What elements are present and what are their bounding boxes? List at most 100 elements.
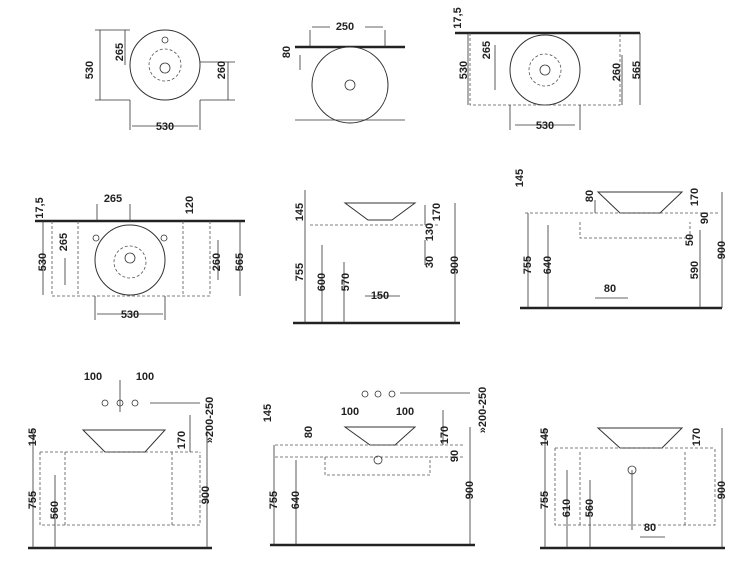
dim-label: 170 bbox=[439, 426, 451, 444]
dimension-lines bbox=[273, 392, 471, 545]
dim-label: 145 bbox=[262, 404, 274, 422]
dimension-lines bbox=[95, 29, 235, 130]
dim-label: 145 bbox=[514, 169, 526, 187]
dim-label: 80 bbox=[644, 522, 656, 534]
tap-hole-icon bbox=[160, 234, 168, 242]
dim-label: 100 bbox=[341, 406, 359, 418]
dim-label: 50 bbox=[684, 234, 696, 246]
basin-outline bbox=[94, 224, 166, 296]
dim-label: 260 bbox=[611, 63, 623, 81]
dim-label: »200-250 bbox=[477, 387, 489, 434]
panel-side-view-2: 145 80 170 90 50 755 640 590 80 900 bbox=[514, 169, 728, 310]
dimension-lines bbox=[295, 26, 405, 121]
bowl-inner bbox=[528, 53, 562, 87]
counter-drawer-outline bbox=[275, 444, 465, 476]
dim-label: 80 bbox=[604, 283, 616, 295]
tap-icon bbox=[374, 390, 382, 398]
dim-label: 900 bbox=[464, 481, 476, 499]
dim-label: 640 bbox=[542, 256, 554, 274]
tap-icon bbox=[388, 390, 396, 398]
dim-label: 120 bbox=[184, 196, 196, 214]
dim-label: 250 bbox=[336, 21, 354, 33]
dim-label: 755 bbox=[522, 256, 534, 274]
dim-label: 900 bbox=[449, 256, 461, 274]
tap-icon bbox=[101, 399, 109, 407]
panel-top-view-3: 17,5 265 530 260 565 530 bbox=[452, 7, 643, 132]
dimension-lines bbox=[32, 380, 208, 548]
dim-label: 265 bbox=[114, 43, 126, 61]
dim-label: 145 bbox=[294, 203, 306, 221]
tap-hole-icon bbox=[161, 36, 169, 44]
dim-label: 755 bbox=[27, 491, 39, 509]
basin-profile bbox=[343, 202, 417, 221]
dim-label: 260 bbox=[211, 253, 223, 271]
panel-top-view-1: 265 530 260 530 bbox=[84, 29, 235, 133]
dim-label: 265 bbox=[481, 41, 493, 59]
dim-label: 570 bbox=[340, 273, 352, 291]
dimension-lines bbox=[544, 428, 723, 548]
dim-label: 170 bbox=[689, 188, 701, 206]
dim-label: 265 bbox=[104, 193, 122, 205]
drain-icon bbox=[373, 455, 383, 465]
dim-label: 560 bbox=[584, 499, 596, 517]
drain-icon bbox=[539, 64, 551, 76]
basin-outline bbox=[129, 29, 201, 101]
dim-label: »200-250 bbox=[204, 397, 216, 444]
cabinet-outline bbox=[51, 221, 211, 297]
dim-label: 30 bbox=[424, 256, 436, 268]
basin-profile bbox=[81, 429, 167, 453]
basin-profile bbox=[596, 427, 684, 449]
panel-top-view-2: 250 80 bbox=[281, 21, 405, 124]
panel-top-view-4: 17,5 265 120 265 530 260 565 530 bbox=[34, 193, 246, 321]
dim-label: 900 bbox=[200, 486, 212, 504]
dim-label: 145 bbox=[27, 428, 39, 446]
dim-label: 530 bbox=[37, 253, 49, 271]
basin-profile bbox=[343, 426, 417, 446]
dim-label: 265 bbox=[58, 233, 70, 251]
tap-icon bbox=[131, 399, 139, 407]
bowl-inner bbox=[113, 245, 147, 279]
drawer-outline bbox=[579, 222, 691, 239]
dim-label: 150 bbox=[371, 290, 389, 302]
panel-side-view-3: 100 100 »200-250 145 170 755 560 900 bbox=[27, 371, 216, 550]
drain-icon bbox=[124, 252, 136, 264]
dim-label: 100 bbox=[136, 371, 154, 383]
dim-label: 755 bbox=[294, 263, 306, 281]
dim-label: 900 bbox=[716, 241, 728, 259]
tap-icon bbox=[361, 390, 369, 398]
dim-label: 640 bbox=[290, 491, 302, 509]
dim-label: 80 bbox=[281, 46, 293, 58]
dim-label: 530 bbox=[121, 309, 139, 321]
dim-label: 90 bbox=[449, 450, 461, 462]
cabinet-outline bbox=[469, 33, 621, 106]
dim-label: 260 bbox=[216, 61, 228, 79]
dim-label: 600 bbox=[316, 273, 328, 291]
dim-label: 170 bbox=[431, 203, 443, 221]
dim-label: 80 bbox=[584, 190, 596, 202]
dim-label: 755 bbox=[539, 491, 551, 509]
dim-label: 17,5 bbox=[452, 7, 464, 28]
dim-label: 170 bbox=[176, 431, 188, 449]
dim-label: 170 bbox=[691, 428, 703, 446]
dim-label: 565 bbox=[631, 61, 643, 79]
dim-label: 90 bbox=[699, 212, 711, 224]
dimension-lines bbox=[304, 190, 456, 323]
panel-side-view-5: 145 170 755 610 560 80 900 bbox=[539, 427, 728, 550]
dim-label: 145 bbox=[539, 428, 551, 446]
tap-hole-icon bbox=[92, 234, 100, 242]
dim-label: 530 bbox=[536, 120, 554, 132]
dim-label: 590 bbox=[689, 261, 701, 279]
dim-label: 17,5 bbox=[34, 197, 46, 218]
bowl-inner bbox=[148, 48, 182, 82]
drain-icon bbox=[344, 79, 356, 91]
dim-label: 100 bbox=[84, 371, 102, 383]
panel-side-view-4: 145 100 100 »200-250 80 170 90 755 640 9… bbox=[262, 387, 489, 547]
dimension-lines bbox=[527, 192, 723, 308]
dim-label: 530 bbox=[458, 61, 470, 79]
dim-label: 130 bbox=[424, 223, 436, 241]
dim-label: 560 bbox=[49, 501, 61, 519]
basin-outline bbox=[509, 34, 581, 106]
dimension-lines bbox=[467, 33, 641, 130]
cabinet-outline bbox=[39, 451, 201, 526]
